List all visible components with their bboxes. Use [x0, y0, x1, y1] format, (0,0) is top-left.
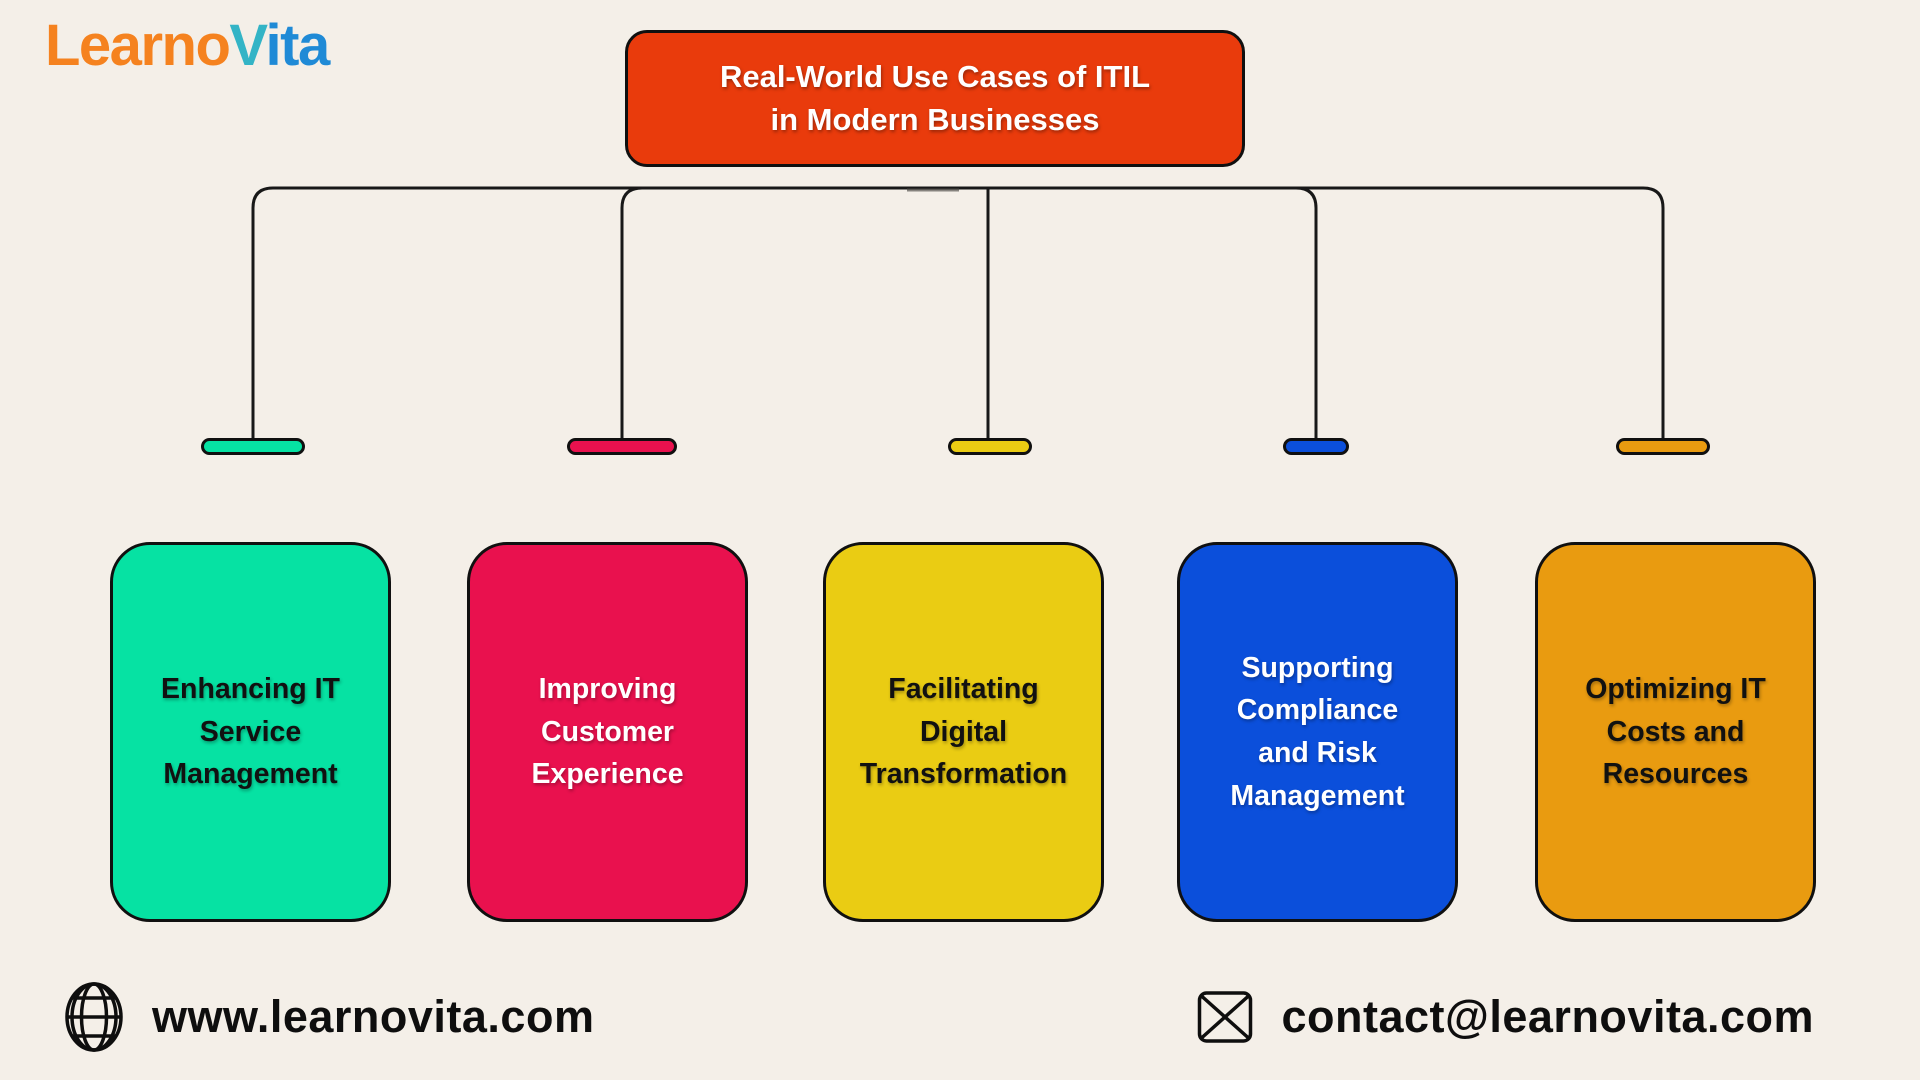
usecase-box-digital-transformation: Facilitating Digital Transformation [823, 542, 1104, 922]
globe-icon [65, 982, 123, 1052]
usecase-label: Supporting Compliance and Risk Managemen… [1230, 651, 1405, 812]
stand-bar-1 [201, 438, 305, 455]
usecase-label: Improving Customer Experience [531, 672, 684, 791]
learnovita-logo: LearnoVita [45, 12, 331, 79]
stand-bar-4 [1283, 438, 1349, 455]
connector-group [251, 186, 1665, 441]
usecase-label: Enhancing IT Service Management [161, 672, 340, 791]
email-address: contact@learnovita.com [1281, 991, 1814, 1042]
stand-bar-3 [948, 438, 1032, 455]
usecase-label: Optimizing IT Costs and Resources [1585, 672, 1766, 791]
website-url: www.learnovita.com [152, 991, 595, 1042]
usecase-box-it-service-management: Enhancing IT Service Management [110, 542, 391, 922]
usecase-label: Facilitating Digital Transformation [859, 672, 1068, 791]
connector-branch-2 [620, 186, 936, 441]
usecase-box-customer-experience: Improving Customer Experience [467, 542, 748, 922]
connector-junction-shade [907, 188, 959, 192]
logo-part-ita: ita [265, 13, 331, 78]
connector-branch-5 [936, 186, 1665, 441]
envelope-icon [1198, 991, 1253, 1043]
logo-part-v: V [229, 13, 267, 78]
connector-branch-4 [988, 186, 1318, 441]
usecase-box-it-costs-resources: Optimizing IT Costs and Resources [1535, 542, 1816, 922]
usecase-box-compliance-risk: Supporting Compliance and Risk Managemen… [1177, 542, 1458, 922]
stand-bar-5 [1616, 438, 1710, 455]
stand-bar-2 [567, 438, 677, 455]
footer-email: contact@learnovita.com [1197, 972, 1814, 1062]
diagram-title: Real-World Use Cases of ITIL in Modern B… [625, 30, 1245, 167]
logo-part-learno: Learno [45, 13, 231, 78]
connector-branch-1 [251, 186, 936, 441]
footer-website: www.learnovita.com [64, 972, 594, 1062]
